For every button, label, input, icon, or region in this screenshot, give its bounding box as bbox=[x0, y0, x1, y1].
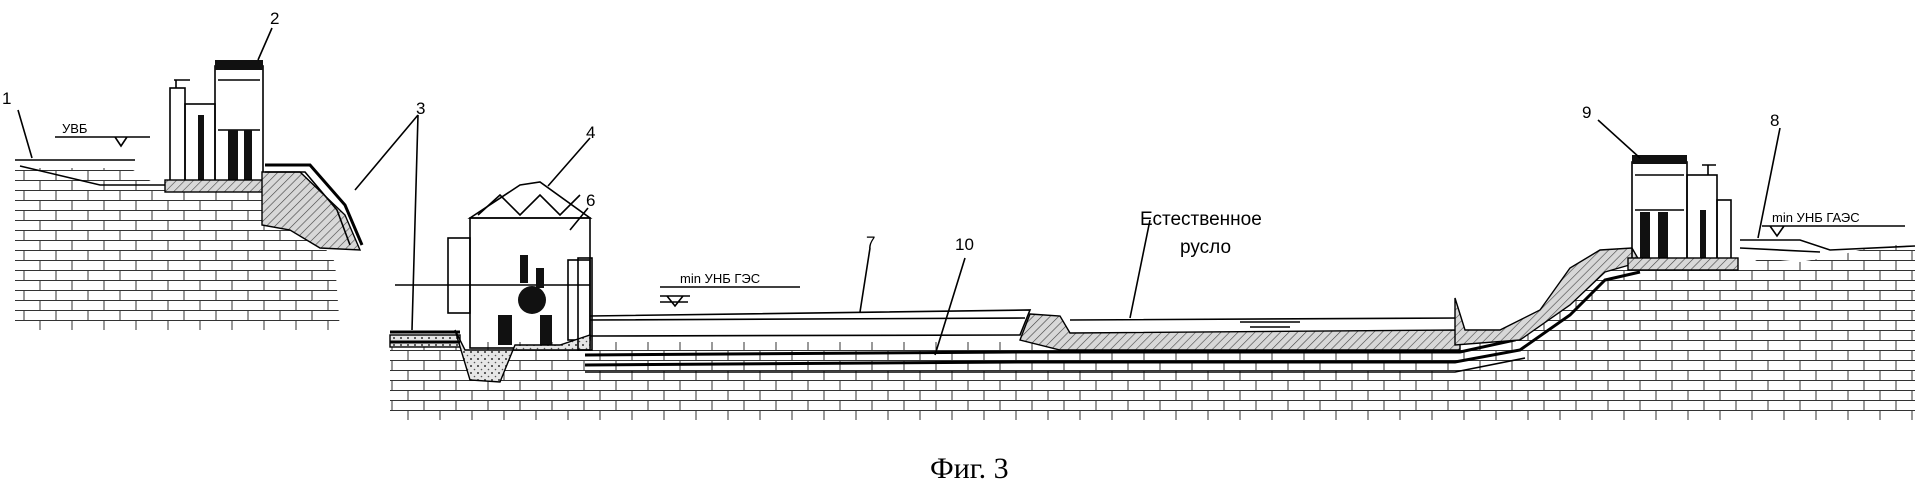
label-6: 6 bbox=[586, 191, 595, 210]
label-4: 4 bbox=[586, 123, 595, 142]
label-lower-water-ges: min УНБ ГЭС bbox=[680, 271, 760, 286]
tailrace-water bbox=[589, 309, 1032, 337]
powerhouse-building bbox=[447, 181, 593, 383]
gate-tower bbox=[577, 257, 593, 351]
upper-water-level-marker bbox=[55, 136, 150, 148]
tailrace-channel-bottom bbox=[584, 270, 1641, 367]
label-2: 2 bbox=[270, 9, 279, 28]
label-riverbed-line1: Естественное bbox=[1140, 209, 1262, 230]
leader-lines-middle bbox=[547, 137, 1151, 356]
middle-ground-masonry bbox=[390, 262, 1655, 420]
label-upper-water: УВБ bbox=[62, 121, 87, 136]
lower-water-surface bbox=[1739, 239, 1916, 253]
lower-intake-structure bbox=[1627, 155, 1739, 271]
intake-structure bbox=[164, 60, 271, 193]
dam-slope bbox=[261, 171, 362, 251]
water-level-marker-ges bbox=[660, 295, 690, 308]
lower-reservoir-section: 9 8 min УНБ ГАЭС bbox=[1582, 103, 1916, 420]
label-8: 8 bbox=[1770, 111, 1779, 130]
inflow-pipe bbox=[390, 330, 460, 344]
label-riverbed-line2: русло bbox=[1180, 237, 1231, 258]
label-lower-water-gaes: min УНБ ГАЭС bbox=[1772, 210, 1860, 225]
leader-lines-right bbox=[1597, 119, 1781, 239]
figure-caption: Фиг. 3 bbox=[930, 452, 1009, 485]
label-9: 9 bbox=[1582, 103, 1591, 122]
left-water-surface bbox=[15, 159, 170, 186]
label-3: 3 bbox=[416, 99, 425, 118]
label-7: 7 bbox=[866, 233, 875, 252]
leader-lines-left bbox=[17, 27, 419, 331]
left-ground-masonry bbox=[15, 168, 340, 330]
powerhouse-foundation bbox=[454, 329, 591, 383]
riverbed-surface bbox=[1069, 317, 1461, 328]
tailrace-channel-base bbox=[585, 357, 1526, 373]
label-10: 10 bbox=[955, 235, 974, 254]
water-level-marker-gaes bbox=[1762, 225, 1905, 238]
penstock-upper bbox=[265, 163, 364, 246]
right-ground-masonry bbox=[1640, 245, 1915, 420]
powerhouse-section: 4 6 7 10 min УНБ ГЭС Естественное русло bbox=[389, 123, 1655, 420]
penstock-upper-inner bbox=[265, 171, 351, 246]
label-1: 1 bbox=[2, 89, 11, 108]
upper-reservoir-section: 1 2 3 УВБ bbox=[2, 9, 425, 331]
